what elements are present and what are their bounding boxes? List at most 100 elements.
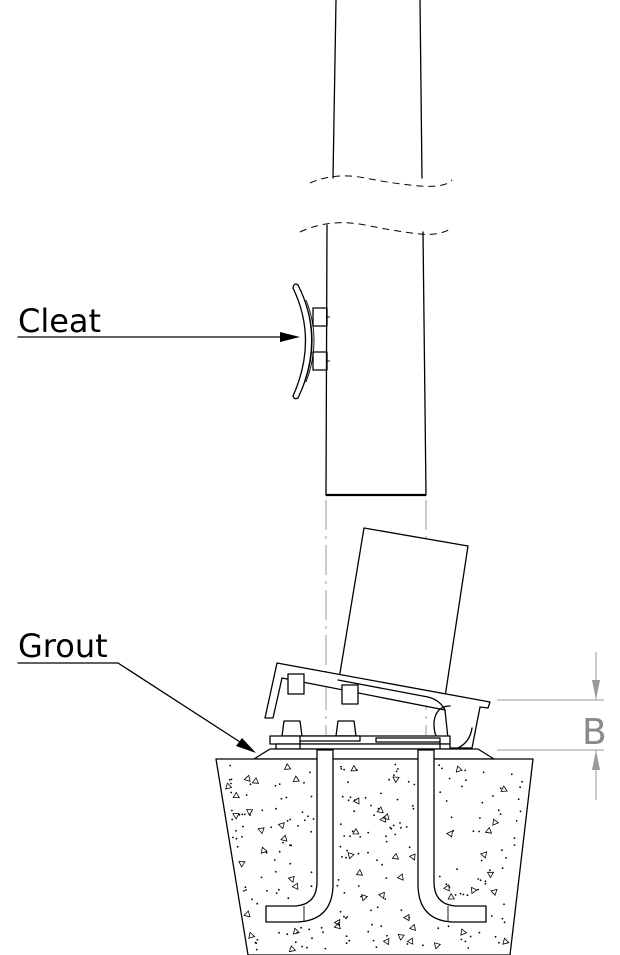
aggregate-stone	[446, 830, 453, 838]
aggregate-dot	[367, 831, 370, 834]
aggregate-dot	[367, 851, 369, 854]
aggregate-stone	[397, 934, 405, 941]
aggregate-stone	[257, 827, 265, 835]
aggregate-dot	[353, 810, 356, 813]
aggregate-dot	[488, 869, 491, 872]
aggregate-stone	[502, 937, 510, 945]
aggregate-dot	[347, 799, 350, 802]
aggregate-dot	[306, 946, 308, 949]
aggregate-stone	[382, 937, 390, 946]
aggregate-dot	[238, 813, 241, 816]
aggregate-dot	[376, 859, 378, 862]
aggregate-stone	[333, 922, 341, 930]
aggregate-stone	[492, 818, 500, 826]
aggregate-dot	[460, 938, 463, 941]
aggregate-dot	[340, 765, 342, 768]
aggregate-dot	[380, 792, 382, 795]
aggregate-stone	[243, 910, 251, 918]
aggregate-dot	[477, 888, 479, 891]
aggregate-dot	[310, 830, 313, 833]
aggregate-dot	[349, 835, 351, 838]
aggregate-stone	[486, 871, 495, 879]
aggregate-dot	[357, 852, 360, 855]
aggregate-dot	[389, 826, 392, 829]
aggregate-dot	[392, 824, 395, 827]
tilted-tube	[338, 527, 469, 698]
aggregate-stone	[500, 785, 508, 792]
aggregate-dot	[275, 807, 277, 810]
aggregate-dot	[517, 798, 520, 800]
aggregate-dot	[343, 835, 346, 837]
aggregate-stone	[460, 928, 468, 936]
aggregate-dot	[241, 836, 243, 838]
aggregate-dot	[345, 935, 348, 938]
aggregate-dot	[503, 903, 505, 906]
aggregate-dot	[241, 813, 244, 816]
aggregate-dot	[478, 830, 480, 833]
aggregate-dot	[244, 886, 247, 889]
aggregate-dot	[452, 829, 455, 832]
aggregate-dot	[345, 917, 347, 920]
aggregate-dot	[466, 894, 469, 897]
aggregate-dot	[297, 825, 299, 827]
aggregate-dot	[301, 945, 303, 948]
aggregate-dot	[320, 926, 323, 929]
aggregate-stone	[471, 886, 478, 895]
aggregate-dot	[385, 840, 388, 843]
aggregate-dot	[273, 859, 276, 861]
aggregate-dot	[465, 779, 467, 782]
aggregate-dot	[484, 880, 487, 883]
aggregate-dot	[294, 941, 297, 944]
aggregate-dot	[278, 931, 280, 934]
aggregate-stone	[442, 884, 450, 892]
aggregate-dot	[467, 947, 470, 949]
grout-layer	[253, 748, 495, 760]
aggregate-dot	[513, 837, 516, 839]
aggregate-dot	[438, 764, 441, 767]
aggregate-stone	[248, 931, 256, 939]
aggregate-stone	[406, 937, 414, 945]
aggregate-dot	[375, 946, 378, 948]
aggregate-dot	[346, 916, 349, 918]
aggregate-dot	[230, 782, 232, 785]
aggregate-dot	[274, 784, 277, 787]
aggregate-dot	[312, 818, 315, 820]
aggregate-dot	[231, 809, 233, 812]
aggregate-dot	[394, 833, 397, 836]
aggregate-dot	[501, 849, 503, 852]
aggregate-dot	[505, 857, 507, 859]
pole-lower-segment	[299, 222, 453, 497]
aggregate-dot	[390, 827, 393, 830]
aggregate-dot	[243, 890, 245, 892]
aggregate-dot	[448, 777, 451, 780]
aggregate-dot	[469, 935, 472, 938]
aggregate-stone	[379, 815, 387, 823]
aggregate-dot	[255, 948, 258, 951]
aggregate-stone	[243, 774, 251, 782]
aggregate-stone	[251, 777, 260, 784]
aggregate-dot	[278, 783, 281, 785]
aggregate-dot	[499, 787, 502, 790]
aggregate-dot	[357, 885, 360, 887]
dimension-b	[497, 652, 604, 800]
aggregate-dot	[464, 769, 467, 772]
aggregate-dot	[232, 836, 234, 839]
aggregate-stone	[238, 861, 246, 868]
aggregate-dot	[235, 837, 238, 840]
aggregate-dot	[300, 926, 302, 929]
aggregate-stone	[292, 775, 301, 783]
aggregate-dot	[519, 810, 522, 813]
aggregate-dot	[376, 906, 379, 909]
cleat-leader	[17, 332, 300, 342]
aggregate-dot	[303, 819, 306, 822]
aggregate-dot	[345, 942, 348, 945]
aggregate-stone	[225, 782, 233, 790]
aggregate-dot	[408, 846, 411, 849]
aggregate-dot	[438, 875, 441, 878]
aggregate-dot	[441, 767, 443, 770]
aggregate-dot	[499, 813, 502, 816]
aggregate-dot	[503, 921, 506, 924]
aggregate-dot	[478, 931, 481, 934]
grout-leader	[17, 662, 256, 753]
